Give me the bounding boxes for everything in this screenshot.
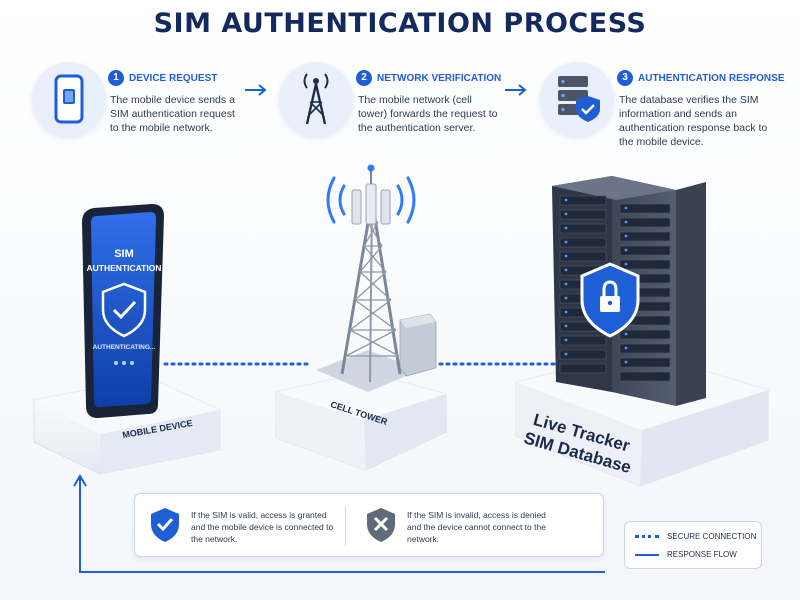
signal-waves-icon	[326, 176, 416, 224]
step-1-description: The mobile device sends a SIM authentica…	[110, 94, 235, 134]
shield-check-icon	[151, 508, 179, 542]
tower-pedestal: CELL TOWER	[275, 371, 447, 471]
server-shield-icon	[540, 62, 614, 136]
result-panel: If the SIM is valid, access is granted a…	[134, 493, 604, 557]
server-rack	[552, 176, 706, 406]
legend-response-label: RESPONSE FLOW	[667, 550, 737, 559]
phone-screen-title-2: AUTHENTICATION	[87, 263, 162, 273]
result-divider	[345, 506, 346, 546]
step-1-number: 1	[108, 70, 124, 86]
valid-result-text: If the SIM is valid, access is granted a…	[191, 510, 334, 544]
phone-shield-icon	[101, 282, 147, 338]
legend: SECURE CONNECTION RESPONSE FLOW	[624, 521, 762, 569]
phone-sim-icon	[32, 62, 106, 136]
step-2-number: 2	[356, 70, 372, 86]
cell-tower-icon	[279, 62, 353, 136]
step-3-title: AUTHENTICATION RESPONSE	[638, 73, 785, 84]
step-3-number: 3	[617, 70, 633, 86]
cell-tower	[316, 164, 437, 392]
response-flow-arrowhead	[73, 474, 87, 487]
phone-status-text: AUTHENTICATING...	[93, 344, 156, 351]
arrow-right-icon	[245, 84, 267, 96]
step-1-title: DEVICE REQUEST	[129, 73, 218, 84]
solid-line-swatch	[635, 553, 659, 556]
phone-screen-title-1: SIM	[114, 248, 134, 260]
legend-secure-connection: SECURE CONNECTION	[635, 532, 756, 541]
invalid-result-text: If the SIM is invalid, access is denied …	[407, 510, 546, 544]
mobile-phone: SIM AUTHENTICATION AUTHENTICATING...	[82, 204, 164, 418]
phone-check-icon	[112, 300, 137, 320]
arrow-right-icon	[505, 84, 527, 96]
step-2-title: NETWORK VERIFICATION	[377, 73, 502, 84]
legend-response-flow: RESPONSE FLOW	[635, 550, 737, 559]
response-flow-line	[79, 478, 605, 573]
dotted-line-swatch	[635, 535, 659, 539]
legend-secure-label: SECURE CONNECTION	[667, 532, 757, 541]
page-title: SIM AUTHENTICATION PROCESS	[153, 8, 647, 39]
shield-x-icon	[367, 508, 395, 542]
step-2-description: The mobile network (cell tower) forwards…	[358, 94, 498, 134]
step-3-description: The database verifies the SIM informatio…	[619, 94, 768, 148]
